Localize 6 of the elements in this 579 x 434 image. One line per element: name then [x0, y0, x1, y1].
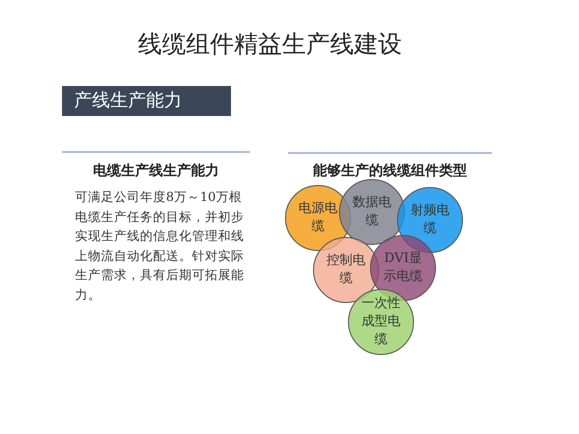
cable-type-circle: 一次性成型电缆	[348, 289, 414, 355]
slide-title: 线缆组件精益生产线建设	[137, 29, 403, 60]
section-heading: 能够生产的线缆组件类型	[312, 162, 468, 180]
description-paragraph: 可满足公司年度8万～10万根电缆生产任务的目标，并初步实现生产线的信息化管理和线上物流自动化配送。针对实际生产需求，具有后期可拓展能力。	[75, 188, 245, 304]
section-banner: 产线生产能力	[62, 86, 231, 116]
section-heading: 电缆生产线生产能力	[92, 162, 220, 180]
